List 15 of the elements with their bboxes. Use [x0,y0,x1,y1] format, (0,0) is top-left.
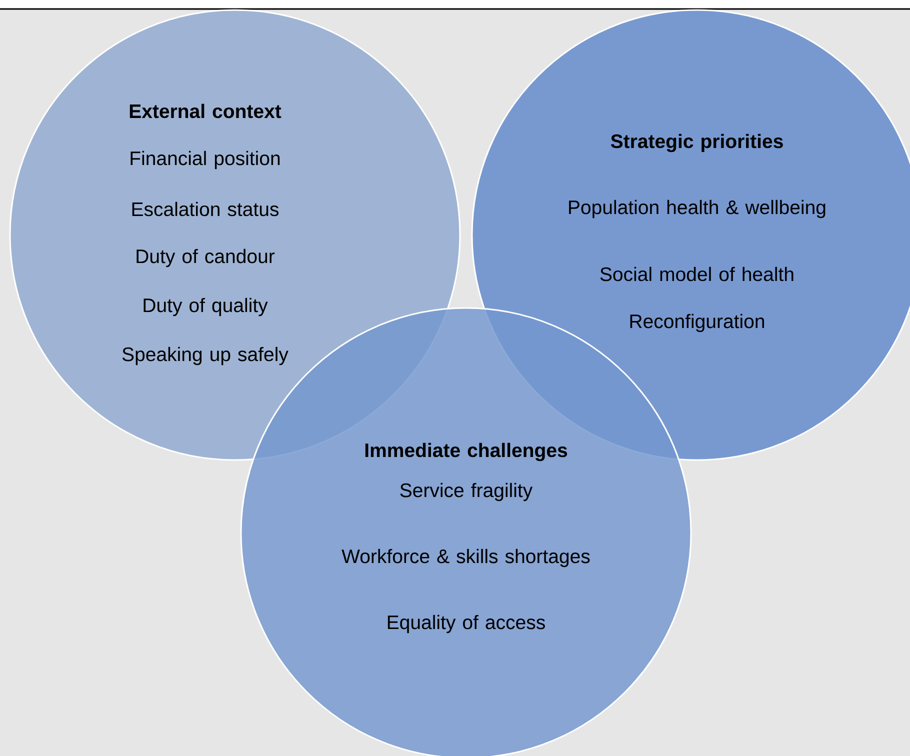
circle-item: Workforce & skills shortages [342,548,590,568]
circle-item: Duty of candour [136,248,275,268]
circle-item: Population health & wellbeing [569,200,826,218]
circle-item: Equality of access [388,614,545,634]
circle-heading: Strategic priorities [610,134,783,152]
circle-item: Speaking up safely [122,346,288,366]
circle-heading: Immediate challenges [365,442,568,462]
venn-circle [9,9,461,461]
circle-heading: External context [130,104,282,118]
circle-item: Social model of health [600,266,794,282]
circle-item: Service fragility [400,482,533,502]
circle-item: Financial position [130,150,280,170]
circle-item: Duty of quality [144,298,268,316]
circle-item: Reconfiguration [630,314,764,332]
circle-item: Escalation status [132,202,279,216]
